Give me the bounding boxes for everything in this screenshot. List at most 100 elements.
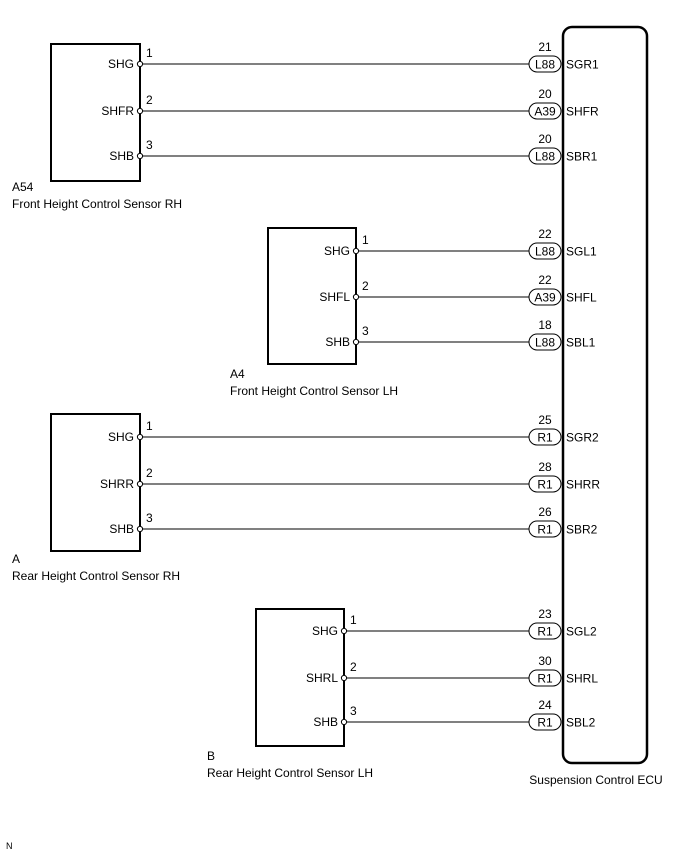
pin-number: 3 [146,138,153,152]
pin-label: SHG [324,244,350,258]
sensor-front-lh: A4 Front Height Control Sensor LH SHG 1 … [230,227,597,398]
connector-code: R1 [537,625,553,639]
connector-oval [528,242,562,260]
ecu-pin-number: 24 [538,698,552,712]
pin-dot [136,107,144,115]
connector-code: R1 [537,716,553,730]
ecu-terminal-label: SHFL [566,291,597,305]
ecu-terminal-label: SHRR [566,478,600,492]
pin-label: SHRL [306,671,338,685]
ecu-terminal-label: SGL2 [566,625,597,639]
connector-code: R1 [537,431,553,445]
pin-number: 3 [350,704,357,718]
pin-dot [136,525,144,533]
ecu-terminal-label: SHRL [566,672,598,686]
connector-oval [528,713,562,731]
pin-label: SHFL [319,290,350,304]
ecu-pin-number: 25 [538,413,552,427]
connector-oval [528,669,562,687]
pin-dot [340,718,348,726]
pin-dot [136,60,144,68]
pin-number: 3 [362,324,369,338]
pin-number: 1 [146,419,153,433]
footer-mark: N [6,841,13,851]
pin-dot [352,338,360,346]
pin-label: SHG [108,430,134,444]
pin-dot [136,152,144,160]
sensor-name: Rear Height Control Sensor RH [12,569,180,583]
connector-oval [528,475,562,493]
ecu-terminal-label: SGR1 [566,58,599,72]
pin-label: SHG [312,624,338,638]
ecu-label: Suspension Control ECU [529,773,662,787]
sensor-rear-lh: B Rear Height Control Sensor LH SHG 1 R1… [207,607,598,780]
pin-number: 1 [362,233,369,247]
connector-code: R1 [537,523,553,537]
ecu-pin-number: 18 [538,318,552,332]
ecu-block [561,25,649,765]
connector-code: L88 [535,150,555,164]
pin-number: 2 [350,660,357,674]
connector-code: R1 [537,672,553,686]
ecu-pin-number: 26 [538,505,552,519]
ecu-terminal-label: SGL1 [566,245,597,259]
sensor-name: Front Height Control Sensor LH [230,384,398,398]
pin-dot [136,480,144,488]
pin-label: SHFR [101,104,134,118]
ecu-pin-number: 23 [538,607,552,621]
pin-number: 2 [146,93,153,107]
ecu-pin-number: 30 [538,654,552,668]
sensor-id: A54 [12,180,34,194]
ecu-terminal-label: SBR1 [566,150,598,164]
ecu-pin-number: 22 [538,273,552,287]
sensor-name: Rear Height Control Sensor LH [207,766,373,780]
connector-code: A39 [534,105,556,119]
pin-number: 1 [350,613,357,627]
connector-oval [528,520,562,538]
sensor-front-rh: A54 Front Height Control Sensor RH SHG 1… [12,40,599,211]
ecu-terminal-label: SBL2 [566,716,596,730]
connector-code: A39 [534,291,556,305]
pin-number: 2 [146,466,153,480]
sensor-rear-rh: A Rear Height Control Sensor RH SHG 1 R1… [12,413,600,583]
sensor-id: B [207,749,215,763]
pin-label: SHB [109,149,134,163]
ecu-terminal-label: SHFR [566,105,599,119]
ecu-terminal-label: SBR2 [566,523,598,537]
ecu-pin-number: 20 [538,132,552,146]
ecu-pin-number: 20 [538,87,552,101]
connector-oval [528,428,562,446]
pin-dot [340,627,348,635]
pin-label: SHB [313,715,338,729]
connector-oval [528,102,562,120]
connector-code: R1 [537,478,553,492]
sensor-id: A4 [230,367,245,381]
pin-label: SHB [325,335,350,349]
pin-dot [352,293,360,301]
ecu-pin-number: 28 [538,460,552,474]
connector-code: L88 [535,336,555,350]
pin-dot [352,247,360,255]
connector-oval [528,622,562,640]
pin-number: 3 [146,511,153,525]
pin-dot [136,433,144,441]
pin-dot [340,674,348,682]
sensor-name: Front Height Control Sensor RH [12,197,182,211]
connector-oval [528,333,562,351]
ecu-pin-number: 22 [538,227,552,241]
pin-label: SHG [108,57,134,71]
ecu-terminal-label: SGR2 [566,431,599,445]
connector-oval [528,147,562,165]
ecu-pin-number: 21 [538,40,552,54]
connector-code: L88 [535,58,555,72]
connector-oval [528,55,562,73]
pin-label: SHRR [100,477,134,491]
connector-code: L88 [535,245,555,259]
pin-number: 1 [146,46,153,60]
connector-oval [528,288,562,306]
pin-label: SHB [109,522,134,536]
ecu-terminal-label: SBL1 [566,336,596,350]
pin-number: 2 [362,279,369,293]
sensor-id: A [12,552,20,566]
